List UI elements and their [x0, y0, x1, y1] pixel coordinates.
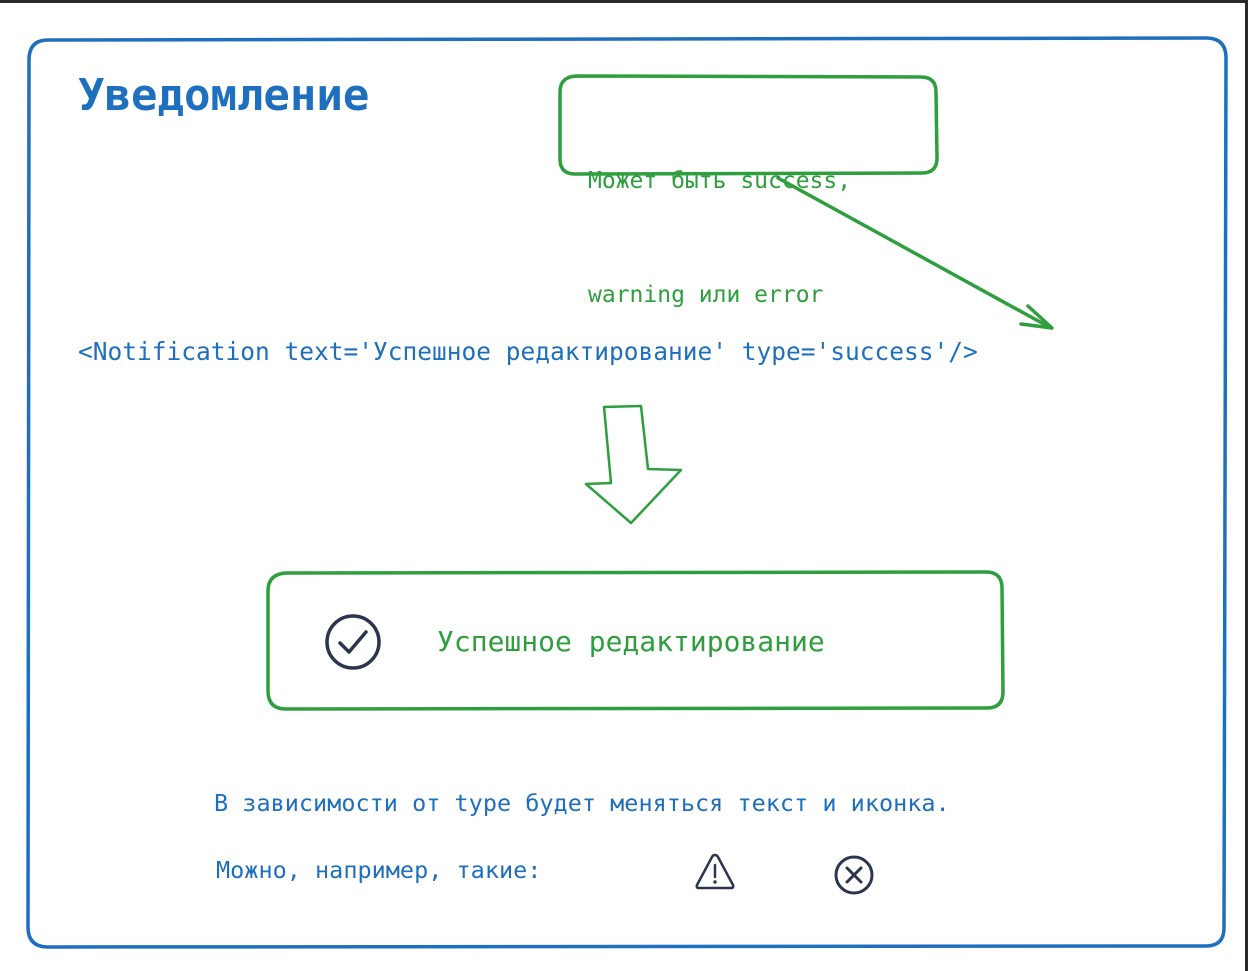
note-line-1: В зависимости от type будет меняться тек…	[214, 789, 950, 817]
callout-line-1: Может быть success,	[588, 168, 852, 194]
code-example: <Notification text='Успешное редактирова…	[78, 337, 978, 366]
notification-text: Успешное редактирование	[437, 625, 825, 658]
right-edge	[1245, 0, 1248, 971]
callout-line-2: warning или error	[588, 282, 824, 308]
note-line-2: Можно, например, такие:	[216, 856, 542, 884]
callout-arrow	[776, 176, 1054, 330]
check-circle-icon	[325, 614, 381, 670]
notification-box	[266, 570, 1005, 711]
down-arrow	[584, 404, 683, 525]
warning-triangle-icon	[695, 853, 735, 890]
callout-text: Может быть success, warning или error	[588, 86, 851, 352]
outer-frame	[26, 36, 1228, 949]
error-circle-x-icon	[834, 855, 874, 895]
page-title: Уведомление	[78, 70, 370, 121]
top-edge	[0, 0, 1248, 3]
callout-box	[558, 74, 939, 176]
